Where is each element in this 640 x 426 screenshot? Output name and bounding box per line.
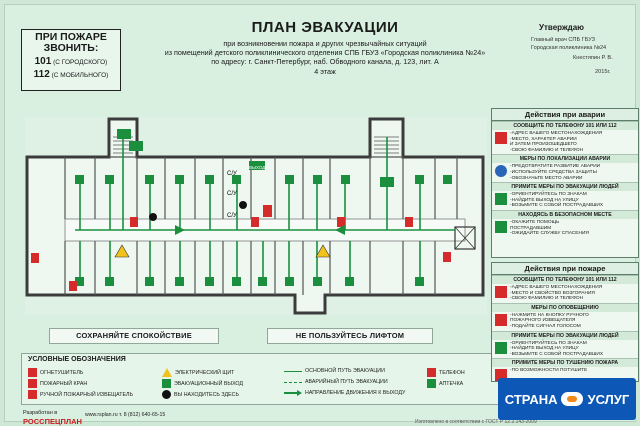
plan-title: ПЛАН ЭВАКУАЦИИ [251,19,399,36]
fire-step-1-body: -АДРЕС ВАШЕГО МЕСТОНАХОЖДЕНИЯ -МЕСТО И С… [492,284,638,303]
exit-sign-icon [117,129,394,187]
exit-icon [495,341,507,354]
elevator-icon [454,226,476,250]
you-are-here-icons [149,201,247,221]
main-evacuation-path [75,137,455,277]
exit-label: ВЫХОД [249,165,265,170]
floor-plan: С/У С/У С/У ВЫХОД [25,117,487,315]
call-number-112: 112 [33,69,50,80]
approval-title: Утверждаю [539,23,584,32]
emergency-actions-box: Действия при аварии СООБЩИТЕ ПО ТЕЛЕФОНУ… [491,108,639,258]
fire-step-4: ПРИМИТЕ МЕРЫ ПО ТУШЕНИЮ ПОЖАРА [492,358,638,368]
emergency-step-4: НАХОДЯСЬ В БЕЗОПАСНОМ МЕСТЕ [492,209,638,219]
fire-step-3: ПРИМИТЕ МЕРЫ ПО ЭВАКУАЦИИ ЛЮДЕЙ [492,330,638,340]
emergency-step-3-body: -ОРИЕНТИРУЙТЕСЬ ПО ЗНАКАМ -НАЙДИТЕ ВЫХОД… [492,191,638,210]
legend-electric: ЭЛЕКТРИЧЕСКИЙ ЩИТ [162,368,234,377]
here-icon [162,390,171,399]
developer-contacts: www.rsplan.ru т. 8 (812) 640-65-15 [85,412,166,418]
plan-subtitle-3: по адресу: г. Санкт-Петербург, наб. Обво… [211,57,439,66]
promo-badge[interactable]: СТРАНА УСЛУГ [498,378,636,420]
legend-hydrant: ПОЖАРНЫЙ КРАН [28,379,87,388]
plan-subtitle-2: из помещений детского поликлинического о… [164,48,486,57]
call-point-icon [28,390,37,399]
plan-subtitle-1: при возникновении пожара и других чрезвы… [223,39,427,48]
phone-icon [495,286,507,298]
fire-extinguisher-icons [31,205,451,291]
emergency-step-4-body: -ОКАЖИТЕ ПОМОЩЬ ПОСТРАДАВШИМ -ОЖИДАЙТЕ С… [492,219,638,238]
legend: УСЛОВНЫЕ ОБОЗНАЧЕНИЯ ОГНЕТУШИТЕЛЬ ПОЖАРН… [21,353,499,405]
promo-left: СТРАНА [504,391,558,407]
wc-label: С/У [227,171,237,177]
approval-signature: Кнестяпин Р. В. [573,55,613,61]
fire-step-3-body: -ОРИЕНТИРУЙТЕСЬ ПО ЗНАКАМ -НАЙДИТЕ ВЫХОД… [492,340,638,359]
emergency-step-1: СООБЩИТЕ ПО ТЕЛЕФОНУ 101 ИЛИ 112 [492,121,638,130]
direction-arrows [175,225,345,235]
call-line-2: 112 (С МОБИЛЬНОГО) [22,69,120,80]
call-note-mobile: (С МОБИЛЬНОГО) [51,72,109,79]
hydrant-icon [28,379,37,388]
handshake-icon [561,392,584,406]
evacuation-plan-sheet: ПРИ ПОЖАРЕ ЗВОНИТЬ: 101 (С ГОРОДСКОГО) 1… [4,4,639,426]
fire-call-box: ПРИ ПОЖАРЕ ЗВОНИТЬ: 101 (С ГОРОДСКОГО) 1… [21,29,121,91]
fire-step-2: МЕРЫ ПО ОПОВЕЩЕНИЮ [492,302,638,312]
no-elevator-banner: НЕ ПОЛЬЗУЙТЕСЬ ЛИФТОМ [267,328,433,344]
protection-icon [495,165,507,178]
electric-panel-icon [114,244,130,258]
phone-icon [427,368,436,377]
legend-title: УСЛОВНЫЕ ОБОЗНАЧЕНИЯ [28,356,126,363]
arrow-icon [284,390,302,396]
emergency-path-icon [284,381,302,383]
fire-actions-title: Действия при пожаре [492,263,638,275]
wc-label-2: С/У [227,191,237,197]
approval-line-2: Городская поликлиника №24 [531,45,607,51]
legend-extinguisher: ОГНЕТУШИТЕЛЬ [28,368,83,377]
exit-icon [162,379,171,388]
fire-actions-box: Действия при пожаре СООБЩИТЕ ПО ТЕЛЕФОНУ… [491,262,639,382]
phone-icon [495,132,507,144]
approval-line-1: Главный врач СПБ ГБУЗ [531,37,596,43]
emergency-step-2: МЕРЫ ПО ЛОКАЛИЗАЦИИ АВАРИИ [492,154,638,164]
first-aid-icon [495,220,507,233]
exit-icon [495,193,507,206]
legend-emergency-path: АВАРИЙНЫЙ ПУТЬ ЭВАКУАЦИИ [284,379,388,385]
calm-banner: СОХРАНЯЙТЕ СПОКОЙСТВИЕ [49,328,219,344]
legend-here: ВЫ НАХОДИТЕСЬ ЗДЕСЬ [162,390,239,399]
standard-note: Изготовлено в соответствии с ГОСТ Р 12.2… [415,419,537,425]
developer-brand: РОССПЕЦПЛАН [23,417,82,426]
legend-phone: ТЕЛЕФОН [427,368,465,377]
emergency-step-2-body: -ПРЕДОТВРАТИТЕ РАЗВИТИЕ АВАРИИ -ИСПОЛЬЗУ… [492,163,638,182]
legend-first-aid: АПТЕЧКА [427,379,463,388]
call-note-city: (С ГОРОДСКОГО) [53,59,108,66]
extinguisher-icon [28,368,37,377]
approval-date: 2015г. [595,69,611,75]
first-aid-icon [427,379,436,388]
electric-panel-icon-2 [315,244,331,258]
legend-direction: НАПРАВЛЕНИЕ ДВИЖЕНИЯ К ВЫХОДУ [284,390,405,396]
call-box-title: ПРИ ПОЖАРЕ ЗВОНИТЬ: [35,31,107,54]
plan-floor: 4 этаж [314,67,336,76]
call-number-101: 101 [34,56,52,67]
emergency-actions-title: Действия при аварии [492,109,638,121]
legend-call-point: РУЧНОЙ ПОЖАРНЫЙ ИЗВЕЩАТЕЛЬ [28,390,133,399]
fire-step-1: СООБЩИТЕ ПО ТЕЛЕФОНУ 101 ИЛИ 112 [492,275,638,284]
emergency-step-1-body: -АДРЕС ВАШЕГО МЕСТОНАХОЖДЕНИЯ -МЕСТО, ХА… [492,130,638,154]
room-exit-markers [75,175,452,286]
lightning-icon [162,368,172,377]
emergency-step-3: ПРИМИТЕ МЕРЫ ПО ЭВАКУАЦИИ ЛЮДЕЙ [492,182,638,192]
legend-main-path: ОСНОВНОЙ ПУТЬ ЭВАКУАЦИИ [284,368,385,374]
call-line-1: 101 (С ГОРОДСКОГО) [22,56,120,67]
promo-right: УСЛУГ [587,391,630,407]
wc-label-3: С/У [227,213,237,219]
fire-step-2-body: -НАЖМИТЕ НА КНОПКУ РУЧНОГО ПОЖАРНОГО ИЗВ… [492,312,638,331]
developer-label: Разработан в [23,410,58,416]
alarm-button-icon [495,313,507,326]
main-path-icon [284,370,302,372]
legend-exit: ЭВАКУАЦИОННЫЙ ВЫХОД [162,379,243,388]
